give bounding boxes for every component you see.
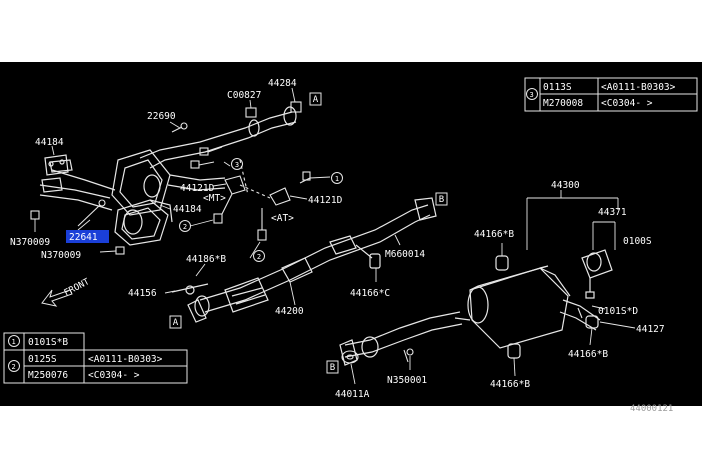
- table-3-index: 3: [530, 91, 534, 99]
- muffler-44300[interactable]: [339, 265, 601, 366]
- num-2-marker-a: 2: [183, 223, 187, 231]
- label-0100s: 0100S: [623, 236, 652, 247]
- table-3-row1-part: 0113S: [543, 82, 572, 93]
- reference-marker-labels: A B A B 1 3 2 2: [173, 95, 444, 373]
- num-2-marker-b: 2: [257, 253, 261, 261]
- label-44121d-mt: 44121D: [180, 183, 215, 194]
- table-3-text: 3 0113S <A0111-B0303> M270008 <C0304- >: [530, 82, 676, 109]
- label-n370009-bottom: N370009: [41, 250, 81, 261]
- label-44011a: 44011A: [335, 389, 370, 400]
- ref-a-label-bottom: A: [173, 318, 179, 328]
- table-3-row1-range: <A0111-B0303>: [601, 82, 676, 93]
- label-44200: 44200: [275, 306, 304, 317]
- label-44156: 44156: [128, 288, 157, 299]
- label-44186b: 44186*B: [186, 254, 226, 265]
- table-1-2-text: 1 0101S*B 2 0125S <A0111-B0303> M250076 …: [12, 337, 163, 381]
- reference-markers: [169, 92, 448, 374]
- table-1-index: 1: [12, 338, 16, 346]
- front-pipe-bolts[interactable]: [30, 101, 302, 255]
- table-3: [524, 77, 698, 112]
- label-44121d-at: 44121D: [308, 195, 343, 206]
- label-44166b-bottom: 44166*B: [490, 379, 530, 390]
- bracket-44121d[interactable]: [213, 159, 311, 241]
- rear-gasket-and-bolt[interactable]: [341, 307, 583, 364]
- ref-b-label-top: B: [439, 195, 444, 205]
- label-44284: 44284: [268, 78, 297, 89]
- label-44166c: 44166*C: [350, 288, 390, 299]
- label-44166b-right: 44166*B: [568, 349, 608, 360]
- table-2-row1-range: <A0111-B0303>: [88, 354, 163, 365]
- ref-a-label-top: A: [313, 95, 319, 105]
- label-m660014: M660014: [385, 249, 425, 260]
- label-n350001: N350001: [387, 375, 427, 386]
- num-3-marker: 3: [235, 161, 239, 169]
- table-1-2: [3, 332, 188, 384]
- ref-b-label-bottom: B: [330, 363, 335, 373]
- label-44166b-upper: 44166*B: [474, 229, 514, 240]
- label-22690: 22690: [147, 111, 176, 122]
- table-2-row1-part: 0125S: [28, 354, 57, 365]
- label-44371: 44371: [598, 207, 627, 218]
- label-44184-left: 44184: [35, 137, 64, 148]
- label-0101sd: 0101S*D: [598, 306, 638, 317]
- label-mt: <MT>: [203, 193, 226, 204]
- front-pipe-assembly[interactable]: [39, 106, 297, 246]
- label-44300: 44300: [551, 180, 580, 191]
- leader-lines: [34, 87, 636, 385]
- label-22641: 22641: [69, 232, 98, 243]
- label-partial-id: 44000121: [630, 404, 673, 414]
- label-44127: 44127: [636, 324, 665, 335]
- label-at: <AT>: [271, 213, 294, 224]
- table-2-row2-range: <C0304- >: [88, 370, 140, 381]
- table-3-row2-part: M270008: [543, 98, 583, 109]
- table-2-row2-part: M250076: [28, 370, 68, 381]
- table-2-index: 2: [12, 363, 16, 371]
- num-1-marker: 1: [335, 175, 339, 183]
- callout-labels: 44284 C00827 22690 44184 44121D <MT> 441…: [10, 78, 673, 414]
- label-44184-right: 44184: [173, 204, 202, 215]
- tail-tip-44371[interactable]: [581, 249, 613, 299]
- highlighted-part-22641[interactable]: 22641: [66, 230, 109, 243]
- table-3-row2-range: <C0304- >: [601, 98, 653, 109]
- center-pipe-44200[interactable]: [171, 197, 437, 323]
- rubber-hanger-44166c[interactable]: [369, 253, 381, 269]
- table-1-part: 0101S*B: [28, 337, 68, 348]
- label-n370009-left: N370009: [10, 237, 50, 248]
- label-c00827: C00827: [227, 90, 261, 101]
- highlight-box: [66, 230, 109, 243]
